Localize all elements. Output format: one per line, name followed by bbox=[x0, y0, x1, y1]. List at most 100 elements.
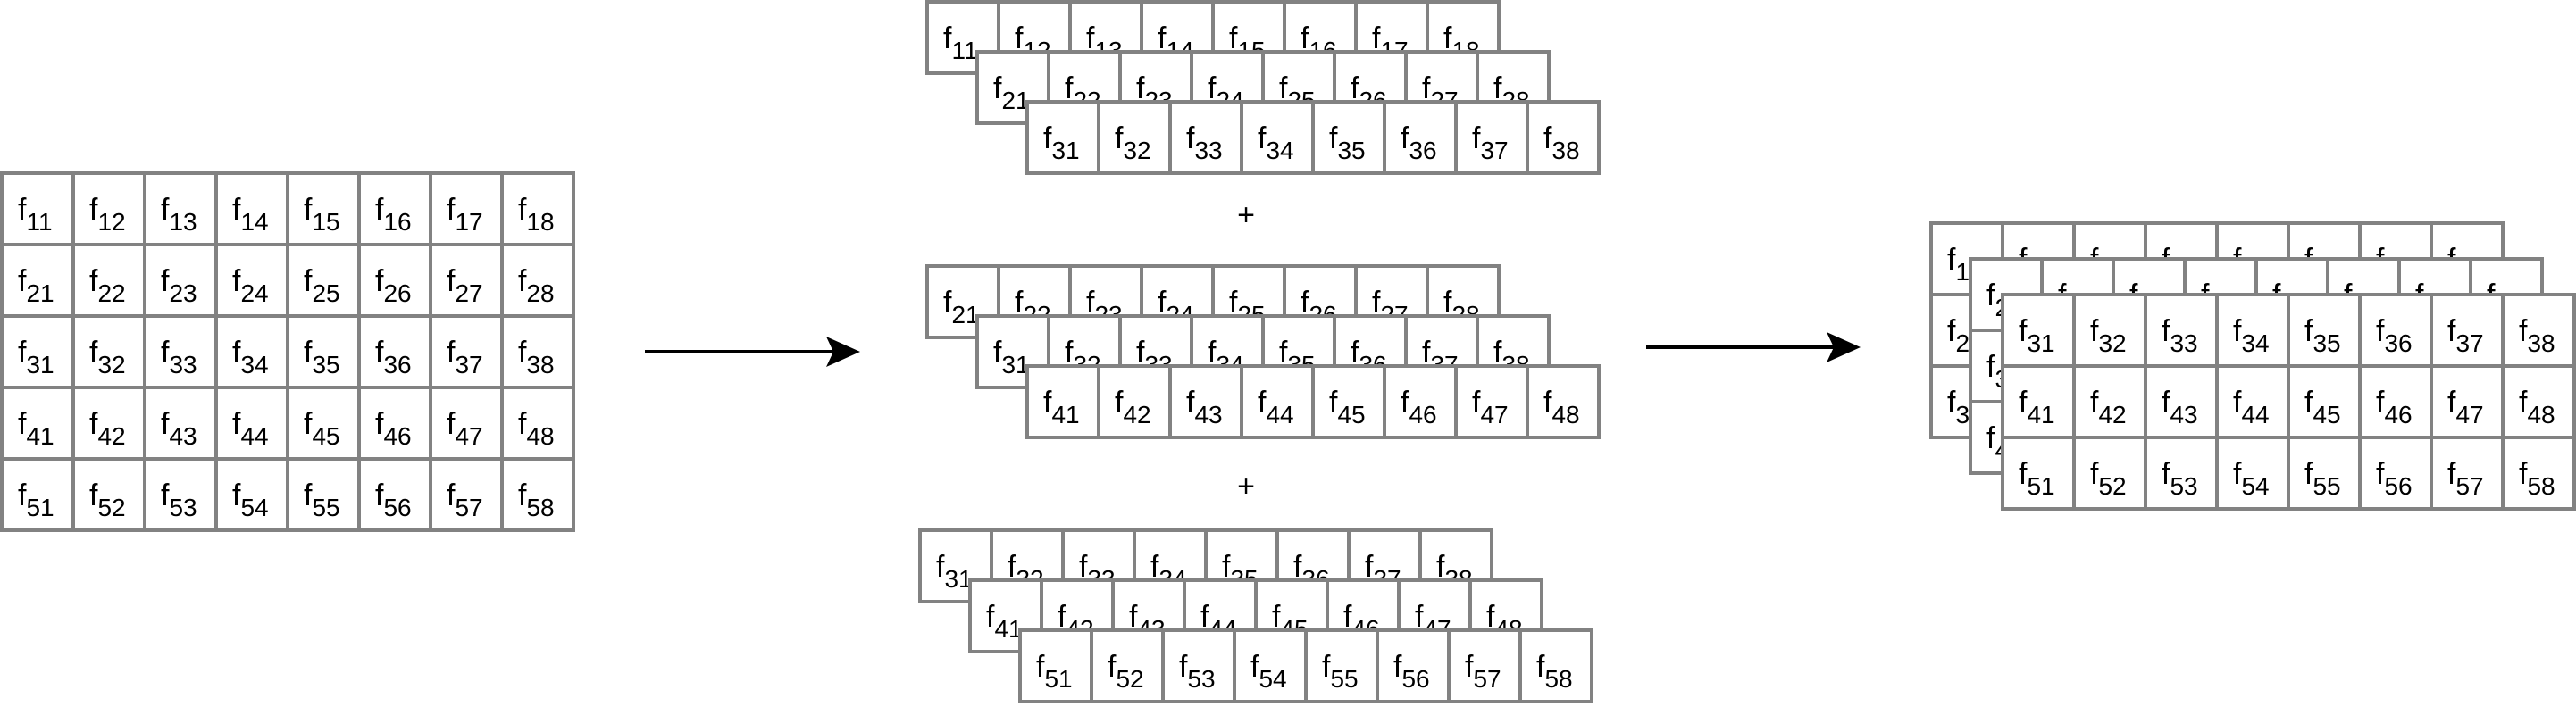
cell-subscript: 33 bbox=[2170, 329, 2197, 357]
cell-label: f44 bbox=[232, 407, 269, 450]
cell-letter: f bbox=[1279, 71, 1288, 105]
cell-subscript: 42 bbox=[97, 422, 125, 450]
cell-letter: f bbox=[2304, 457, 2313, 491]
cell-label: f44 bbox=[2233, 386, 2270, 428]
cell-subscript: 32 bbox=[2098, 329, 2126, 357]
cell-subscript: 44 bbox=[2241, 401, 2269, 428]
cell-subscript: 56 bbox=[383, 494, 411, 521]
cell-subscript: 54 bbox=[1259, 665, 1286, 693]
cell-letter: f bbox=[447, 336, 456, 370]
matrix-cell: f37 bbox=[1454, 100, 1529, 175]
cell-label: f43 bbox=[161, 407, 197, 450]
cell-label: f26 bbox=[375, 264, 412, 307]
matrix-cell: f57 bbox=[429, 457, 504, 532]
cell-box bbox=[1518, 628, 1593, 703]
cell-label: f42 bbox=[89, 407, 126, 450]
cell-subscript: 28 bbox=[526, 279, 554, 307]
cell-letter: f bbox=[943, 21, 952, 55]
cell-subscript: 21 bbox=[1001, 87, 1029, 114]
cell-letter: f bbox=[1443, 21, 1452, 55]
cell-subscript: 46 bbox=[383, 422, 411, 450]
cell-letter: f bbox=[375, 407, 384, 441]
cell-box bbox=[500, 171, 575, 246]
cell-subscript: 23 bbox=[169, 279, 197, 307]
cell-box bbox=[2072, 293, 2147, 368]
cell-subscript: 53 bbox=[1187, 665, 1215, 693]
shifted-stack-3: f31f32f33f34f35f36f37f38f41f42f43f44f45f… bbox=[918, 528, 1593, 703]
cell-letter: f bbox=[1947, 314, 1956, 348]
cell-subscript: 57 bbox=[1473, 665, 1501, 693]
cell-label: f48 bbox=[2519, 386, 2555, 428]
cell-label: f54 bbox=[232, 478, 269, 521]
cell-letter: f bbox=[1129, 600, 1138, 634]
matrix-cell: f36 bbox=[1383, 100, 1458, 175]
cell-box bbox=[1526, 100, 1601, 175]
cell-letter: f bbox=[1543, 386, 1552, 420]
matrix-cell: f15 bbox=[286, 171, 361, 246]
cell-label: f47 bbox=[1472, 386, 1509, 428]
cell-subscript: 42 bbox=[2098, 401, 2126, 428]
matrix-cell: f58 bbox=[1518, 628, 1593, 703]
cell-subscript: 58 bbox=[1544, 665, 1572, 693]
cell-letter: f bbox=[161, 478, 170, 512]
cell-subscript: 21 bbox=[951, 301, 979, 329]
cell-letter: f bbox=[304, 478, 313, 512]
cell-subscript: 57 bbox=[2455, 472, 2483, 500]
matrix-cell: f26 bbox=[357, 243, 432, 318]
cell-label: f57 bbox=[447, 478, 483, 521]
cell-label: f44 bbox=[1258, 386, 1294, 428]
cell-label: f56 bbox=[375, 478, 412, 521]
cell-label: f31 bbox=[18, 336, 54, 378]
cell-subscript: 52 bbox=[2098, 472, 2126, 500]
cell-subscript: 37 bbox=[455, 351, 482, 378]
cell-label: f55 bbox=[304, 478, 340, 521]
cell-label: f54 bbox=[2233, 457, 2270, 500]
cell-label: f28 bbox=[518, 264, 555, 307]
matrix-cell: f36 bbox=[2358, 293, 2433, 368]
cell-label: f46 bbox=[375, 407, 412, 450]
cell-subscript: 47 bbox=[1480, 401, 1508, 428]
cell-subscript: 57 bbox=[455, 494, 482, 521]
cell-box bbox=[1376, 628, 1451, 703]
matrix-cell: f47 bbox=[1454, 364, 1529, 439]
cell-letter: f bbox=[1543, 121, 1552, 155]
cell-label: f43 bbox=[1186, 386, 1223, 428]
cell-label: f58 bbox=[1536, 650, 1573, 693]
matrix-cell: f32 bbox=[2072, 293, 2147, 368]
cell-box bbox=[2215, 436, 2290, 511]
matrix-cell: f56 bbox=[1376, 628, 1451, 703]
cell-letter: f bbox=[1436, 550, 1445, 584]
cell-letter: f bbox=[1393, 650, 1402, 684]
matrix-cell: f54 bbox=[214, 457, 289, 532]
matrix-cell: f21 bbox=[0, 243, 75, 318]
cell-label: f48 bbox=[518, 407, 555, 450]
matrix-cell: f25 bbox=[286, 243, 361, 318]
matrix-cell: f52 bbox=[1090, 628, 1165, 703]
cell-subscript: 12 bbox=[97, 208, 125, 236]
cell-label: f43 bbox=[2162, 386, 2198, 428]
cell-box bbox=[0, 457, 75, 532]
cell-letter: f bbox=[2090, 457, 2099, 491]
cell-label: f31 bbox=[993, 336, 1030, 378]
cell-subscript: 41 bbox=[26, 422, 54, 450]
cell-letter: f bbox=[1415, 600, 1424, 634]
cell-letter: f bbox=[89, 336, 98, 370]
cell-letter: f bbox=[2162, 386, 2170, 420]
cell-letter: f bbox=[1229, 21, 1238, 55]
cell-label: f36 bbox=[1401, 121, 1437, 164]
matrix-cell: f52 bbox=[71, 457, 146, 532]
cell-letter: f bbox=[1986, 279, 1995, 312]
cell-label: f18 bbox=[518, 193, 555, 236]
cell-label: f33 bbox=[1186, 121, 1223, 164]
plus-sign-2: + bbox=[1237, 470, 1255, 503]
cell-subscript: 16 bbox=[383, 208, 411, 236]
cell-label: f38 bbox=[1543, 121, 1580, 164]
matrix-cell: f27 bbox=[429, 243, 504, 318]
cell-box bbox=[1304, 628, 1379, 703]
cell-subscript: 48 bbox=[2527, 401, 2555, 428]
cell-letter: f bbox=[304, 407, 313, 441]
cell-label: f31 bbox=[936, 550, 973, 593]
matrix-cell: f16 bbox=[357, 171, 432, 246]
matrix-cell: f44 bbox=[1240, 364, 1315, 439]
